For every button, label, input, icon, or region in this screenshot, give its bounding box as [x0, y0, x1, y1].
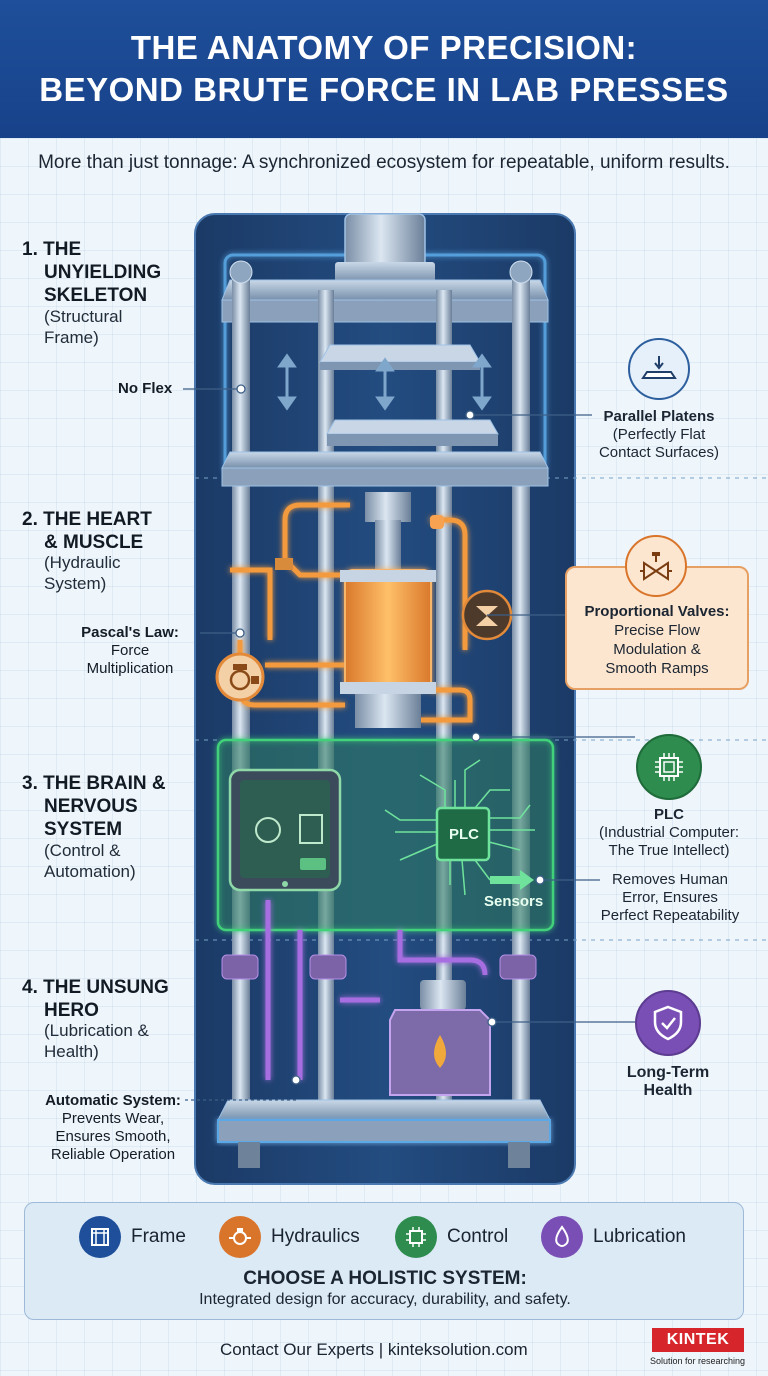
- ram-rod: [375, 520, 401, 570]
- choose-heading: CHOOSE A HOLISTIC SYSTEM:: [243, 1268, 527, 1289]
- chip-icon: [395, 1216, 437, 1258]
- section-2-subtitle: (Hydraulic System): [44, 553, 121, 593]
- legend-frame-label: Frame: [131, 1226, 186, 1247]
- brand-tagline: Solution for researching: [650, 1356, 746, 1366]
- section-4-title: 4. THE UNSUNG HERO: [22, 977, 169, 1021]
- legend-frame: Frame: [79, 1215, 186, 1259]
- top-crown-plate: [221, 279, 549, 301]
- lower-platen: [326, 419, 499, 435]
- hydraulic-cylinder: [344, 569, 432, 691]
- hmi-button: [300, 858, 326, 870]
- circuit-traces: [384, 759, 535, 896]
- hmi-gear-icon: [255, 817, 281, 843]
- upper-platen: [319, 344, 481, 363]
- lower-platen-edge: [327, 434, 498, 446]
- brand-logo: KINTEK: [652, 1328, 744, 1352]
- nut-left: [229, 260, 253, 284]
- plc-label: PLC (Industrial Computer: The True Intel…: [598, 806, 740, 859]
- legend-hydraulics-label: Hydraulics: [271, 1226, 360, 1247]
- removes-error-label: Removes Human Error, Ensures Perfect Rep…: [600, 871, 740, 924]
- title-line-1: THE ANATOMY OF PRECISION:: [130, 29, 638, 66]
- plc-chip-label: PLC: [449, 826, 479, 843]
- sensors-label: Sensors: [484, 893, 544, 910]
- section-1-title: 1. THE UNYIELDING SKELETON: [22, 239, 162, 306]
- oil-drop-icon: [434, 1035, 446, 1068]
- pascal-label: Pascal's Law: Force Multiplication: [81, 624, 179, 677]
- middle-crosshead: [221, 451, 549, 469]
- hmi-screen: [240, 780, 330, 878]
- section-4-subtitle: (Lubrication & Health): [44, 1021, 149, 1061]
- legend-control-label: Control: [447, 1226, 509, 1247]
- cylinder-cap-bottom: [340, 682, 436, 694]
- footer-legend-box: Frame Hydraulics Control Lubrication CHO…: [24, 1202, 744, 1320]
- long-term-health-label: Long-Term Health: [626, 1064, 710, 1099]
- top-crown-edge: [221, 299, 549, 323]
- ram-top: [365, 492, 411, 522]
- top-cylinder-base: [335, 262, 435, 282]
- leader-lines: [183, 384, 635, 1101]
- reservoir-cap: [420, 980, 466, 1010]
- foot-right: [508, 1142, 530, 1168]
- motion-arrows: [277, 353, 492, 411]
- integrated-text: Integrated design for accuracy, durabili…: [199, 1291, 571, 1308]
- sensors-arrow-icon: [490, 870, 534, 890]
- drop-icon: [541, 1216, 583, 1258]
- subtitle: More than just tonnage: A synchronized e…: [38, 152, 730, 173]
- valve-callout-icon: [625, 535, 687, 597]
- plc-chip: [435, 806, 491, 862]
- hmi-document-icon: [299, 814, 323, 844]
- parallel-platens-label: Parallel Platens (Perfectly Flat Contact…: [598, 408, 720, 461]
- contact-link[interactable]: Contact Our Experts | kinteksolution.com: [220, 1340, 528, 1359]
- pipe-fitting: [430, 515, 444, 529]
- header-banner: THE ANATOMY OF PRECISION: BEYOND BRUTE F…: [0, 0, 768, 138]
- shield-check-icon: [635, 990, 701, 1056]
- title-line-2: BEYOND BRUTE FORCE IN LAB PRESSES: [39, 71, 729, 108]
- clamp-mid: [309, 954, 347, 980]
- cylinder-base: [355, 694, 421, 728]
- pump-icon: [215, 652, 265, 702]
- base-edge: [217, 1119, 551, 1143]
- pump-icon: [219, 1216, 261, 1258]
- clamp-right: [499, 954, 537, 980]
- no-flex-label: No Flex: [118, 380, 173, 397]
- legend-control: Control: [395, 1215, 508, 1259]
- inline-valve: [275, 558, 293, 570]
- frame-icon: [79, 1216, 121, 1258]
- upper-platen-edge: [320, 362, 480, 370]
- legend-lubrication-label: Lubrication: [593, 1226, 686, 1247]
- foot-left: [238, 1142, 260, 1168]
- middle-crosshead-edge: [221, 467, 549, 487]
- legend-hydraulics: Hydraulics: [219, 1215, 360, 1259]
- section-3-subtitle: (Control & Automation): [44, 841, 136, 881]
- base-plate: [217, 1099, 551, 1121]
- section-3-title: 3. THE BRAIN & NERVOUS SYSTEM: [22, 773, 166, 840]
- plc-chip-icon: [636, 734, 702, 800]
- automatic-system-label: Automatic System: Prevents Wear, Ensures…: [45, 1092, 181, 1163]
- section-2-title: 2. THE HEART & MUSCLE: [22, 509, 152, 553]
- cylinder-cap-top: [340, 570, 436, 582]
- platen-icon: [628, 338, 690, 400]
- column-right-front: [512, 265, 530, 1125]
- legend-lubrication: Lubrication: [541, 1215, 686, 1259]
- section-1-subtitle: (Structural Frame): [44, 307, 123, 347]
- nut-right: [509, 260, 533, 284]
- clamp-left: [221, 954, 259, 980]
